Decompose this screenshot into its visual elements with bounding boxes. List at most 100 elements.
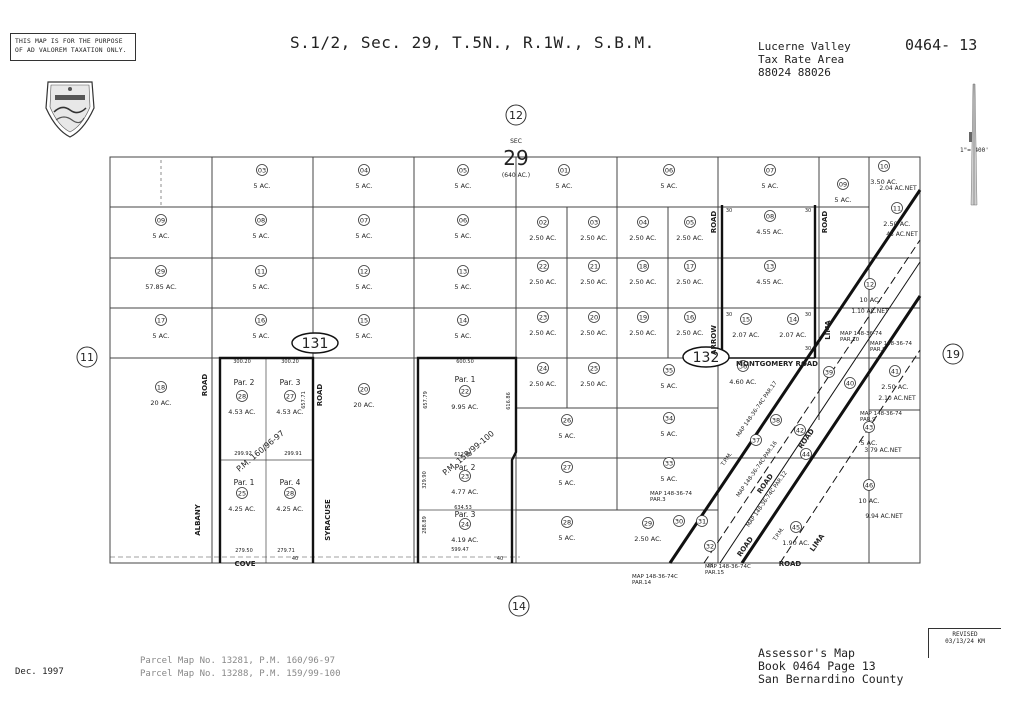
- parcel-area: 5 AC.: [660, 182, 677, 190]
- parcel-number: 02: [539, 219, 547, 227]
- map-ref-line2: PAR.8: [870, 347, 886, 353]
- parcel-number: 24: [539, 365, 547, 373]
- parcel-label: 035 AC.: [253, 164, 271, 190]
- parcel-area: 2.50 AC.: [580, 234, 607, 242]
- road-name: ROAD: [779, 560, 802, 568]
- parcel-area: 2.50 AC.: [676, 234, 703, 242]
- parcel-label: 242.50 AC.: [529, 362, 557, 388]
- road-name: ROAD: [710, 211, 718, 234]
- parcel-number-circle: [255, 214, 267, 226]
- disclaimer-box: THIS MAP IS FOR THE PURPOSE OF AD VALORE…: [10, 33, 136, 61]
- net-area: 1.10 AC.NET: [851, 308, 889, 315]
- parcel-number: 13: [459, 268, 467, 276]
- parcel-number-circle: [764, 260, 776, 272]
- parcel-number-circle: [837, 178, 849, 190]
- parcel-number-circle: [284, 390, 296, 402]
- parcel-area: 5 AC.: [355, 332, 372, 340]
- road-name: SYRACUSE: [324, 499, 332, 541]
- parcel-label: 075 AC.: [761, 164, 779, 190]
- parcel-number: 20: [360, 386, 368, 394]
- dimension-label: 599.47: [451, 547, 469, 553]
- parcel-label: 065 AC.: [454, 214, 472, 240]
- parcel-label: 202.50 AC.: [580, 311, 608, 337]
- parcel-label: 16 5 AC.: [252, 314, 270, 340]
- parcel-number: 20: [590, 314, 598, 322]
- parcel-number-circle: [704, 540, 716, 552]
- map-title: S.1/2, Sec. 29, T.5N., R.1W., S.B.M.: [290, 33, 655, 52]
- road-name: ROAD: [201, 374, 209, 397]
- parcel-number-circle: [459, 470, 471, 482]
- parcel-area: 4.77 AC.: [451, 488, 478, 496]
- parcel-number-circle: [740, 313, 752, 325]
- parcel-map-references: Parcel Map No. 13281, P.M. 160/96-97 Par…: [140, 655, 340, 681]
- dimension-label: 40: [497, 556, 503, 562]
- road-name: ARROW: [710, 325, 718, 355]
- parcel-area: 5 AC.: [660, 475, 677, 483]
- parcel-number-circle: [696, 515, 708, 527]
- parcel-number-circle: [642, 517, 654, 529]
- parcel-number: 46: [865, 482, 873, 490]
- parcel-number-circle: [459, 518, 471, 530]
- sub-parcel-label: Par. 2: [234, 378, 255, 387]
- parcel-number: 25: [590, 365, 598, 373]
- parcel-area: 5 AC.: [454, 232, 471, 240]
- parcel-number-circle: [637, 260, 649, 272]
- parcel-area: 2.50 AC.: [629, 278, 656, 286]
- parcel-label: 145 AC.: [454, 314, 472, 340]
- parcel-area: 2.50 AC.: [529, 329, 556, 337]
- parcel-label: 135 AC.: [454, 265, 472, 291]
- net-area: 3.79 AC.NET: [864, 447, 902, 454]
- parcel-label: 222.50 AC.: [529, 260, 557, 286]
- parcel-area: 5 AC.: [660, 430, 677, 438]
- parcel-number-circle: [537, 260, 549, 272]
- parcel-number-circle: [891, 202, 903, 214]
- parcel-number-circle: [637, 216, 649, 228]
- section-label: SEC: [510, 138, 522, 145]
- parcel-area: 5 AC.: [355, 283, 372, 291]
- assessor-county: San Bernardino County: [758, 672, 904, 686]
- parcel-label: 265 AC.: [558, 414, 576, 440]
- dimension-label: 329.90: [422, 471, 428, 489]
- parcel-area: 2.50 AC.: [883, 220, 910, 228]
- adjacent-page-number: 11: [80, 351, 94, 364]
- parcel-number: 10: [880, 163, 888, 171]
- parcel-area: 4.53 AC.: [228, 408, 255, 416]
- net-area: 9.94 AC.NET: [865, 513, 903, 520]
- parcel-number: 19: [639, 314, 647, 322]
- road-name: COVE: [234, 560, 255, 568]
- parcel-number: 15: [360, 317, 368, 325]
- parcel-area: 2.50 AC.: [676, 278, 703, 286]
- parcel-label: 045 AC.: [355, 164, 373, 190]
- parcel-number-circle: [863, 421, 875, 433]
- road-name: ROAD: [316, 384, 324, 407]
- parcel-label: 435 AC.: [860, 421, 878, 447]
- parcel-area: 10 AC.: [858, 497, 879, 505]
- parcel-number: 16: [257, 317, 265, 325]
- parcel-number: 29: [157, 268, 165, 276]
- parcel-number-circle: [459, 385, 471, 397]
- parcel-label: 212.50 AC.: [580, 260, 608, 286]
- parcel-number: 11: [257, 268, 265, 276]
- parcel-label: 234.77 AC.: [451, 470, 479, 496]
- parcel-area: 5 AC.: [252, 332, 269, 340]
- revised-box: REVISED 03/13/24 KM: [928, 628, 1001, 658]
- parcel-number-circle: [663, 412, 675, 424]
- parcel-number: 08: [766, 213, 774, 221]
- dimension-label: 299.92: [234, 451, 252, 457]
- sub-parcel-label: Par. 3: [280, 378, 301, 387]
- adjacent-page-number: 12: [509, 109, 523, 122]
- parcel-label: 345 AC.: [660, 412, 678, 438]
- parcel-label: 292.50 AC.: [634, 517, 662, 543]
- parcel-area: 2.50 AC.: [580, 278, 607, 286]
- parcel-area: 9.95 AC.: [451, 403, 478, 411]
- parcel-area: 2.50 AC.: [634, 535, 661, 543]
- parcel-label: 115 AC.: [252, 265, 270, 291]
- parcel-label: 244.19 AC.: [451, 518, 479, 544]
- parcel-number: 27: [286, 393, 294, 401]
- revised-label: REVISED: [952, 631, 978, 638]
- parcel-label: 142.07 AC.: [779, 313, 807, 339]
- dimension-label: 612.85: [454, 452, 472, 458]
- block-number: 131: [302, 336, 329, 352]
